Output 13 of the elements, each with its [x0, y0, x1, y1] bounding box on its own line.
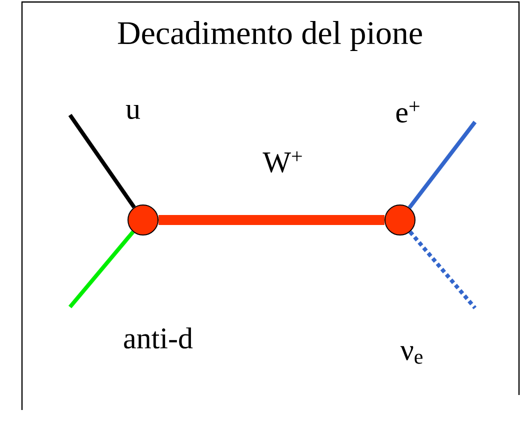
- vertex-circle: [128, 204, 158, 236]
- vertex-circle: [384, 204, 416, 236]
- particle-line: [408, 120, 477, 209]
- particle-line: [68, 230, 135, 308]
- title: Decadimento del pione: [118, 21, 422, 51]
- particle-label: u: [126, 104, 140, 120]
- particle-label: ν$_{e}$: [400, 346, 422, 364]
- particle-line: [68, 114, 136, 208]
- particle-line: [408, 230, 477, 310]
- particle-label: e$^{+}$: [396, 101, 420, 123]
- particle-label: anti-d: [124, 327, 193, 349]
- particle-label: W$^{+}$: [262, 151, 302, 173]
- particle-line: [158, 215, 384, 225]
